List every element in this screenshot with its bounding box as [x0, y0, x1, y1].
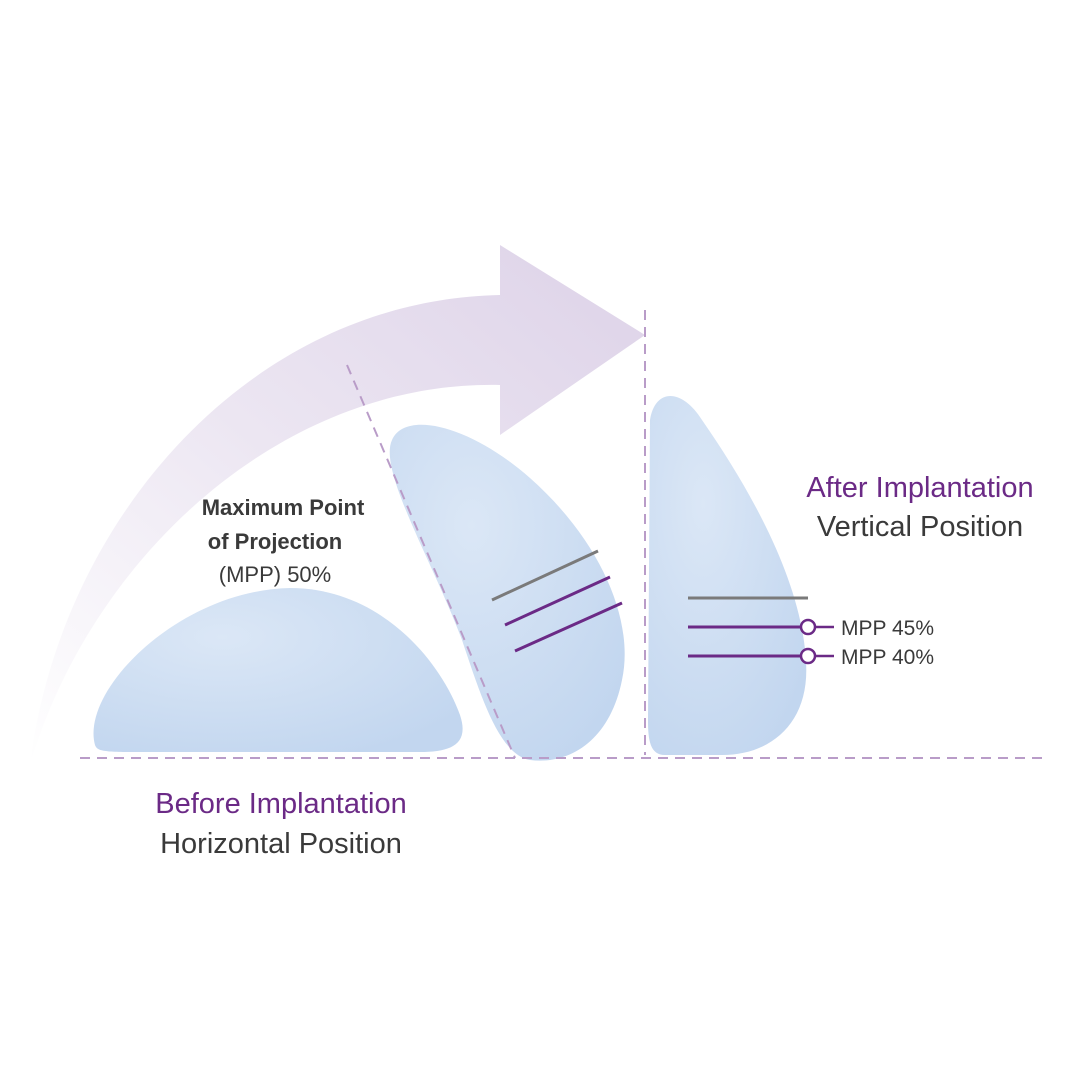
mpp-45-label: MPP 45% [841, 617, 934, 640]
mpp-45-marker [799, 618, 817, 636]
after-title: After Implantation [806, 472, 1033, 504]
tilted-dashed [346, 364, 516, 759]
mpp-annotation-line2: of Projection [208, 529, 342, 554]
mpp-45-line-tilted [504, 575, 611, 627]
before-subtitle: Horizontal Position [160, 828, 402, 860]
mpp-40-line-tilted [514, 601, 623, 653]
mpp-annotation-line3: (MPP) 50% [219, 562, 331, 587]
implant-vertical [648, 396, 807, 755]
after-subtitle: Vertical Position [817, 511, 1023, 543]
before-title: Before Implantation [155, 788, 406, 820]
implant-horizontal [93, 588, 463, 752]
mpp-annotation-line1: Maximum Point [202, 495, 365, 520]
mpp-50-line-tilted [491, 549, 599, 602]
curved-arrow [30, 245, 645, 765]
mpp-40-label: MPP 40% [841, 646, 934, 669]
mpp-40-marker [799, 647, 817, 665]
